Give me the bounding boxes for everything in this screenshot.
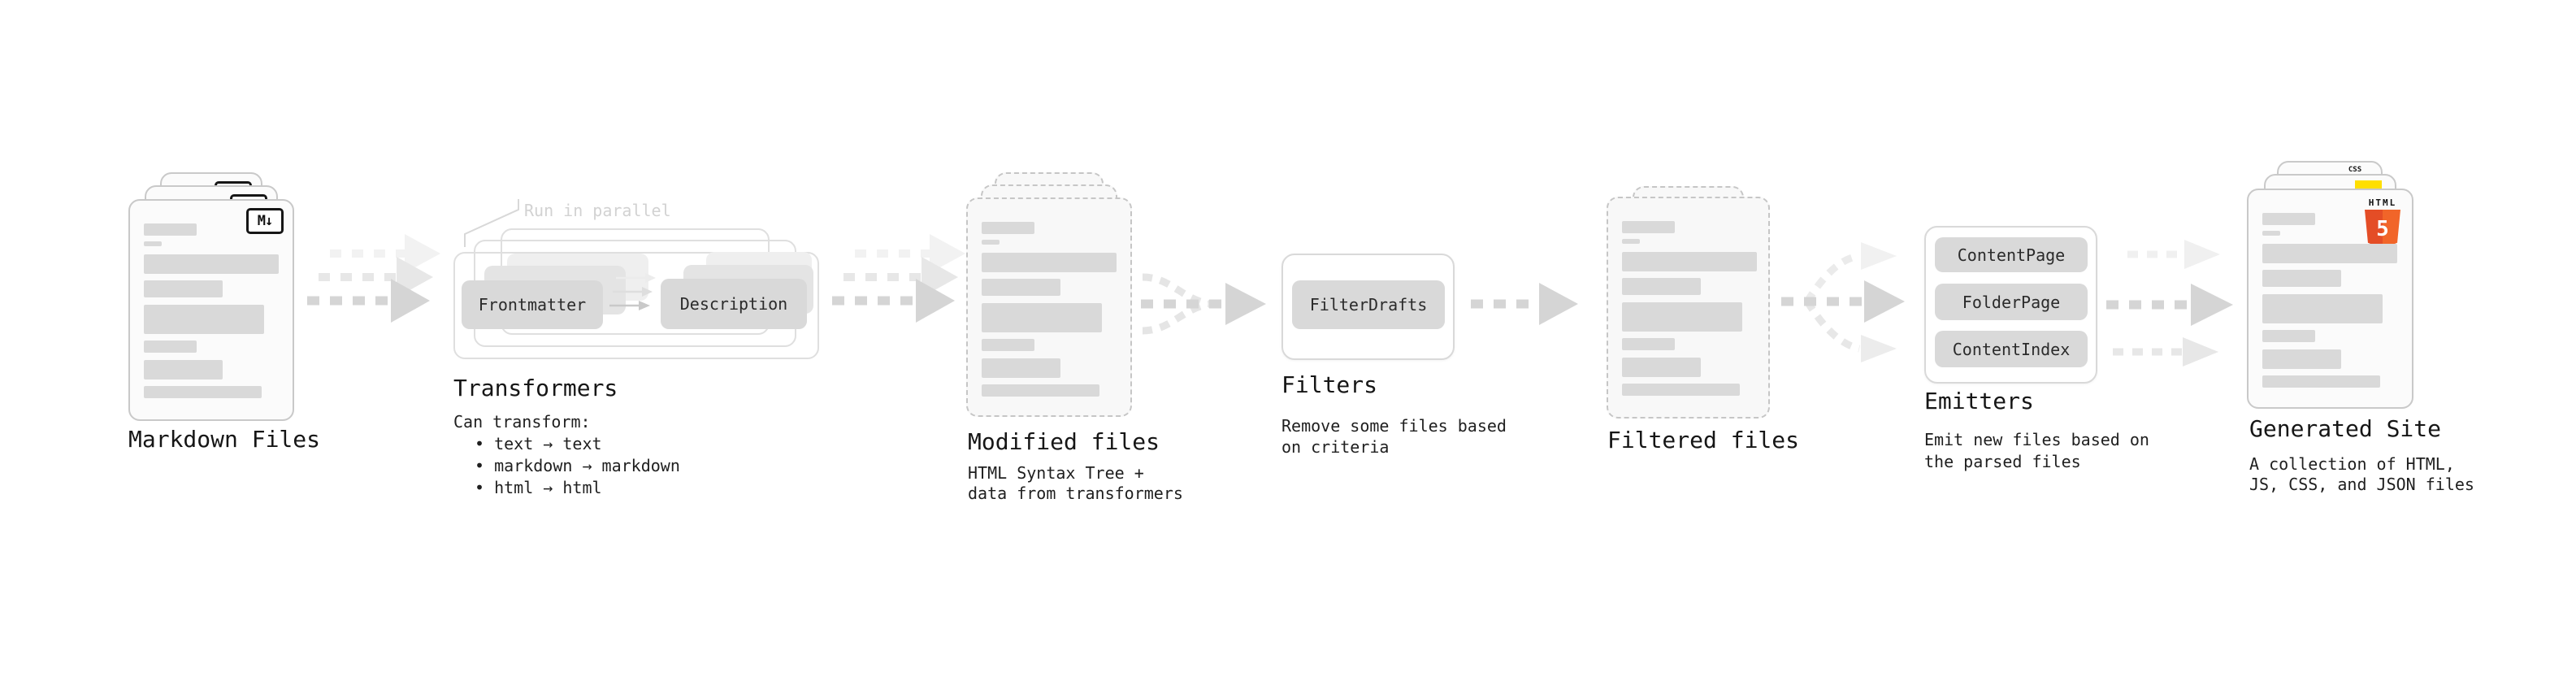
skeleton-bar xyxy=(1622,221,1675,233)
skeleton-bar xyxy=(982,279,1060,296)
document-skeleton xyxy=(968,199,1130,415)
modified-files-stack xyxy=(966,172,1132,449)
emitters-label: Emitters xyxy=(1924,388,2034,414)
desc-line: JS, CSS, and JSON files xyxy=(2249,475,2474,494)
skeleton-bar xyxy=(2262,349,2341,369)
arrow-transformers-to-modified xyxy=(832,234,965,323)
skeleton-bar xyxy=(2262,294,2383,323)
callout-line xyxy=(464,199,519,247)
desc-bullet: • html → html xyxy=(475,478,602,497)
skeleton-bar xyxy=(144,340,197,353)
skeleton-bar xyxy=(982,339,1034,351)
skeleton-bar xyxy=(2262,231,2280,236)
desc-line: Emit new files based on xyxy=(1924,430,2149,449)
transformer-frame-front xyxy=(453,252,819,359)
arrow-markdown-to-transformers xyxy=(307,234,440,323)
desc-line: HTML Syntax Tree + xyxy=(968,463,1144,483)
skeleton-bar xyxy=(144,305,264,334)
document-skeleton xyxy=(130,201,293,419)
desc-line: A collection of HTML, xyxy=(2249,454,2455,474)
emitter-node-contentindex: ContentIndex xyxy=(1935,331,2088,367)
markdown-icon: M↓ xyxy=(246,208,284,234)
arrow-filtered-to-emitters xyxy=(1781,242,1905,362)
transformers-label: Transformers xyxy=(453,375,618,401)
desc-line: the parsed files xyxy=(1924,452,2081,471)
skeleton-bar xyxy=(1622,338,1675,350)
filtered-files-stack xyxy=(1607,186,1770,446)
document-front: HTML 5 xyxy=(2247,189,2413,409)
modified-files-description: HTML Syntax Tree + data from transformer… xyxy=(968,463,1183,504)
skeleton-bar xyxy=(1622,358,1701,377)
desc-line: Remove some files based xyxy=(1281,416,1507,436)
document-front xyxy=(966,197,1132,417)
arrow-modified-to-filters xyxy=(1141,273,1266,335)
desc-bullet: • markdown → markdown xyxy=(475,456,680,475)
skeleton-bar xyxy=(982,384,1099,397)
generated-site-description: A collection of HTML, JS, CSS, and JSON … xyxy=(2249,454,2474,495)
skeleton-bar xyxy=(2262,270,2341,287)
emitter-node-contentpage: ContentPage xyxy=(1935,237,2088,272)
emitters-description: Emit new files based on the parsed files xyxy=(1924,429,2149,473)
arrow-emitters-to-site xyxy=(2106,240,2233,367)
skeleton-bar xyxy=(982,240,1000,245)
skeleton-bar xyxy=(2262,244,2397,263)
transformers-description: Can transform: • text → text • markdown … xyxy=(453,411,680,499)
css-icon-label: CSS xyxy=(2348,166,2362,174)
skeleton-bar xyxy=(982,253,1117,272)
html5-icon: HTML 5 xyxy=(2361,198,2404,249)
skeleton-bar xyxy=(1622,239,1640,244)
desc-line: Can transform: xyxy=(453,412,591,432)
skeleton-bar xyxy=(1622,278,1701,295)
filter-node-filterdrafts: FilterDrafts xyxy=(1292,280,1445,329)
html5-icon-shield: 5 xyxy=(2365,210,2400,249)
document-skeleton xyxy=(1608,198,1768,417)
filtered-files-label: Filtered files xyxy=(1607,427,1800,453)
skeleton-bar xyxy=(144,280,223,297)
desc-line: on criteria xyxy=(1281,437,1390,457)
skeleton-bar xyxy=(144,241,162,246)
filters-label: Filters xyxy=(1281,371,1378,398)
skeleton-bar xyxy=(982,303,1102,332)
html5-icon-title: HTML xyxy=(2368,197,2397,208)
arrow-filters-to-filtered xyxy=(1471,283,1578,325)
skeleton-bar xyxy=(2262,330,2315,342)
markdown-files-stack: M↓ M↓ M↓ xyxy=(128,172,294,449)
desc-bullet: • text → text xyxy=(475,434,602,453)
skeleton-bar xyxy=(1622,252,1757,271)
document-front xyxy=(1607,197,1770,419)
skeleton-bar xyxy=(144,360,223,380)
filters-description: Remove some files based on criteria xyxy=(1281,415,1507,458)
skeleton-bar xyxy=(2262,213,2315,225)
desc-line: data from transformers xyxy=(968,484,1183,503)
skeleton-bar xyxy=(1622,384,1740,396)
skeleton-bar xyxy=(982,222,1034,234)
modified-files-label: Modified files xyxy=(968,428,1160,455)
skeleton-bar xyxy=(2262,375,2380,388)
skeleton-bar xyxy=(982,358,1060,378)
skeleton-bar xyxy=(144,223,197,236)
emitter-node-folderpage: FolderPage xyxy=(1935,284,2088,320)
parallel-arrows-icon xyxy=(609,273,656,310)
document-skeleton xyxy=(2249,190,2412,407)
transformer-node-frontmatter: Frontmatter xyxy=(462,280,603,329)
transformer-node-description: Description xyxy=(661,279,807,329)
skeleton-bar xyxy=(144,254,279,274)
markdown-files-label: Markdown Files xyxy=(128,426,321,453)
run-in-parallel-note: Run in parallel xyxy=(524,201,671,220)
document-front: M↓ xyxy=(128,199,294,421)
skeleton-bar xyxy=(1622,302,1742,332)
generated-site-label: Generated Site xyxy=(2249,415,2442,442)
skeleton-bar xyxy=(144,386,262,398)
generated-site-stack: CSS HTML 5 xyxy=(2247,161,2413,437)
